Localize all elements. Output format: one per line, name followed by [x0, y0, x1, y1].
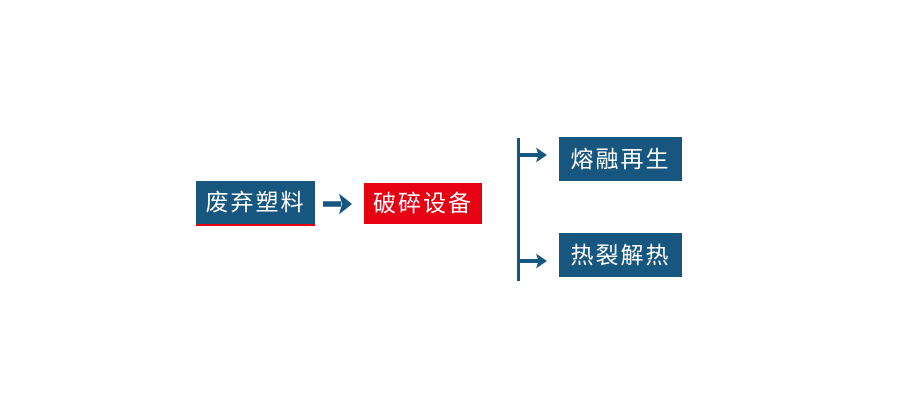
node-waste-plastic-label: 废弃塑料 [205, 189, 306, 215]
node-waste-plastic: 废弃塑料 [196, 181, 315, 226]
node-melt-regeneration: 熔融再生 [559, 137, 682, 181]
branch-arrow-bottom-icon [519, 252, 549, 270]
node-crushing-equipment-label: 破碎设备 [373, 190, 473, 216]
node-thermal-pyrolysis: 热裂解热 [559, 233, 682, 277]
branch-arrow-top-icon [519, 146, 549, 164]
branch-trunk-line [517, 138, 520, 281]
flow-arrow-icon [322, 191, 354, 217]
node-crushing-equipment: 破碎设备 [364, 183, 482, 224]
node-thermal-pyrolysis-label: 热裂解热 [570, 241, 671, 268]
node-melt-regeneration-label: 熔融再生 [570, 145, 671, 172]
